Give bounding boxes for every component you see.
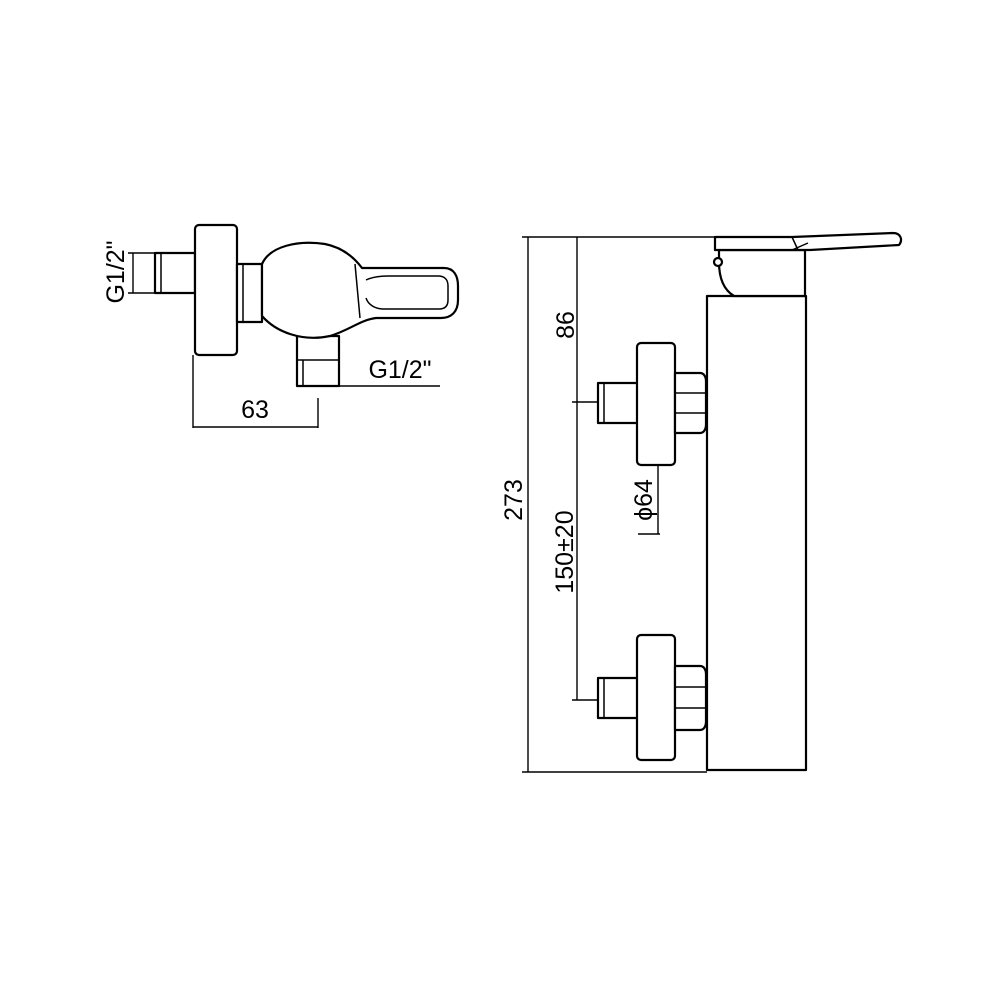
side-connector bbox=[235, 262, 264, 324]
front-lower-inlet bbox=[596, 633, 708, 762]
dim-outlet-thread: G1/2" bbox=[297, 356, 440, 387]
label-outlet-thread: G1/2" bbox=[368, 356, 431, 384]
front-lower-flange bbox=[635, 633, 677, 762]
side-body-seam bbox=[354, 263, 361, 319]
dim-height-total: 273 bbox=[500, 236, 715, 773]
front-upper-inlet bbox=[596, 341, 708, 467]
front-upper-nut bbox=[673, 371, 708, 435]
side-view: G1/2" G1/2" 63 bbox=[102, 223, 460, 428]
front-head bbox=[712, 231, 903, 298]
label-inlet-thread: G1/2" bbox=[102, 240, 130, 303]
front-mixer-body bbox=[705, 294, 808, 772]
label-projection: 63 bbox=[241, 396, 269, 424]
front-lower-nut bbox=[673, 664, 708, 732]
label-height-total: 273 bbox=[500, 479, 528, 521]
side-mixer-body bbox=[260, 241, 460, 339]
label-flange-diameter: ϕ64 bbox=[630, 479, 658, 521]
front-view: 273 86 150±20 ϕ64 bbox=[500, 231, 903, 773]
dim-projection: 63 bbox=[192, 355, 319, 428]
side-flange bbox=[193, 223, 239, 357]
dim-inlet-spacing: 150±20 bbox=[551, 402, 600, 701]
label-height-to-upper-inlet: 86 bbox=[552, 311, 580, 339]
label-inlet-spacing: 150±20 bbox=[551, 510, 579, 593]
front-head-screw bbox=[712, 256, 724, 268]
dim-height-to-upper-inlet: 86 bbox=[552, 237, 600, 403]
front-upper-flange bbox=[635, 341, 677, 467]
side-lever-slot bbox=[365, 275, 449, 310]
side-inlet-stub bbox=[153, 251, 197, 295]
dim-flange-diameter: ϕ64 bbox=[630, 465, 660, 535]
dim-inlet-thread: G1/2" bbox=[102, 240, 155, 304]
side-outlet bbox=[295, 334, 341, 388]
